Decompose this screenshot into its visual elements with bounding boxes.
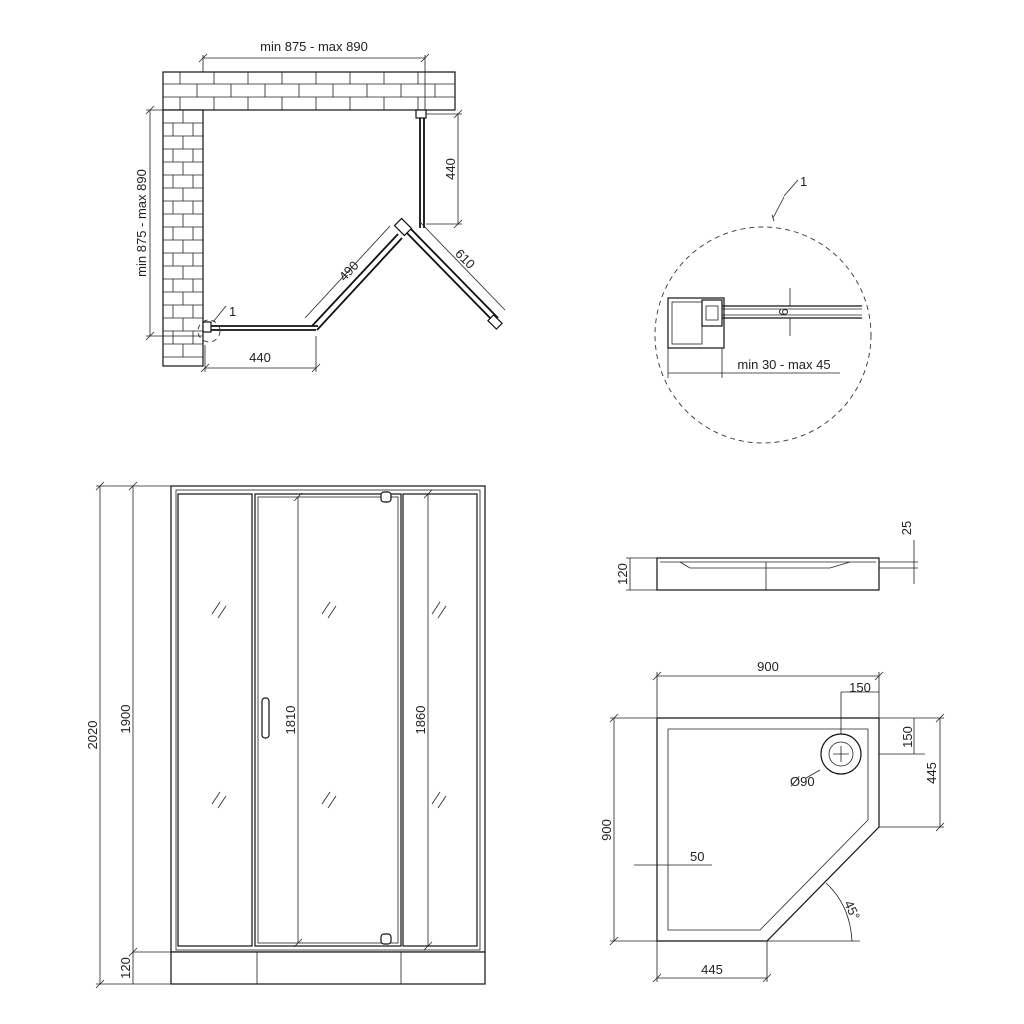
tray-left-side: 900 [599,819,614,841]
diagonal-door [403,225,499,323]
tray-drain-x: 150 [849,680,871,695]
tray-drain-y: 150 [900,726,915,748]
dim-total-height: 2020 [85,721,100,750]
dim-right-panel: 440 [443,158,458,180]
tray-width: 900 [757,659,779,674]
detail-callout: 1 [800,174,807,189]
dim-panel-height: 1860 [413,706,428,735]
dim-bottom-panel: 440 [249,350,271,365]
detail-range: min 30 - max 45 [737,357,830,372]
door-handle [261,697,270,739]
detail-callout-circle [197,319,221,343]
bottom-fixed-panel [208,325,318,331]
tray-rim: 50 [690,849,704,864]
dim-tray-height: 120 [118,957,133,979]
tray-drain-diameter: Ø90 [790,774,815,789]
tray-right-side: 445 [924,762,939,784]
detail-gap: 6 [776,308,791,315]
brick-wall [162,71,456,367]
detail-view: 1 6 min 30 - max 45 [654,174,872,444]
right-fixed-panel [419,112,425,228]
hinge-bottom [380,933,392,945]
dim-left-depth: min 875 - max 890 [134,169,149,277]
dim-door-height: 1810 [283,706,298,735]
tray-side-depth: 25 [899,521,914,535]
tray-side-height: 120 [615,563,630,585]
tray-side-view: 120 25 [615,521,918,591]
dim-enclosure-height: 1900 [118,705,133,734]
tray-base [170,951,486,985]
diagonal-left-panel [311,233,403,331]
callout-label: 1 [229,304,236,319]
tray-top-view: 900 150 150 445 900 Ø90 50 45° 445 [599,659,945,983]
front-view: 2020 1900 120 1810 1860 [85,481,486,989]
tray-bottom: 445 [701,962,723,977]
tray-angle: 45° [841,898,863,922]
detail-circle [654,226,872,444]
tray-outline [656,717,880,942]
plan-view: min 875 - max 890 min 875 - max 890 440 … [134,39,506,373]
dim-top-width: min 875 - max 890 [260,39,368,54]
hinge-top [380,491,392,503]
